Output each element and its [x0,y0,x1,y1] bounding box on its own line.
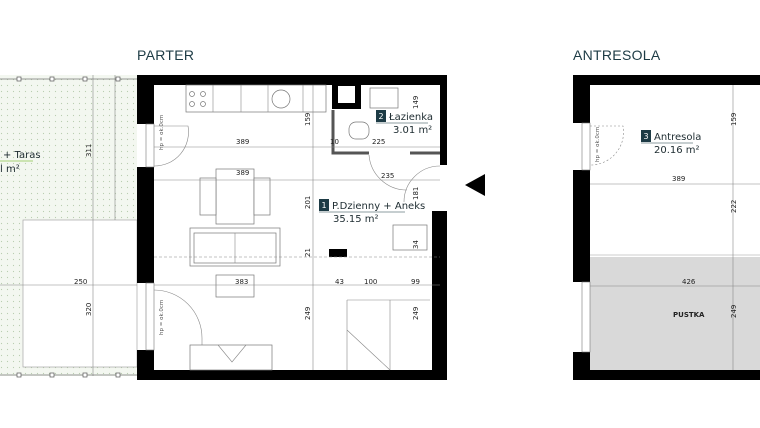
window-note: hp = ok.0cm [159,300,165,335]
room-name: Antresola [654,132,701,143]
terrace-name: + Taras [3,150,41,161]
dimension-label: 225 [372,138,385,146]
dimension-label: 389 [236,169,249,177]
room-area: 3.01 m² [393,125,432,136]
room-name: P.Dzienny + Aneks [332,201,425,212]
dimension-label: 100 [364,278,377,286]
dimension-label: 389 [236,138,249,146]
dimension-label: 159 [304,113,312,126]
dimension-label: 426 [682,278,696,286]
dimension-label: 43 [335,278,344,286]
triangle-left-arrow-icon [465,174,485,196]
parter-title: PARTER [137,47,194,63]
dimension-label: 181 [412,187,420,200]
terrace: + Taras l m² [0,75,138,378]
antresola-plan: hp = ok.0cm 3 Antresola 20.16 m² PUSTKA [573,75,760,380]
bathroom-partition [331,110,440,155]
dimension-label: 249 [730,305,738,318]
dimension-label: 250 [74,278,87,286]
dimension-label: 21 [304,248,312,257]
dimension-label: 249 [304,307,312,320]
parter-windows [145,123,441,352]
dimension-label: 383 [235,278,248,286]
room-number: 3 [644,132,649,141]
furniture [185,84,430,371]
room-name: Łazienka [388,112,433,123]
window-note: hp = ok.0cm [159,115,165,150]
dimension-label: 222 [730,200,738,213]
dimension-label: 149 [412,96,420,109]
dimension-label: 10 [330,138,339,146]
room-label-bathroom: 2 Łazienka 3.01 m² [376,110,433,136]
void-label: PUSTKA [673,311,705,319]
dimension-label: 235 [381,172,394,180]
dimension-label: 311 [85,144,93,157]
dimension-label: 99 [411,278,420,286]
dimension-label: 201 [304,196,312,209]
window-note: hp = ok.0cm [595,127,601,162]
room-area: 20.16 m² [654,145,700,156]
antresola-title: ANTRESOLA [573,47,661,63]
room-label-living: 1 P.Dzienny + Aneks 35.15 m² [319,199,425,225]
room-number: 1 [322,201,327,210]
parter-dimension-lines [154,85,440,370]
terrace-area: l m² [0,164,20,175]
dimension-label: 389 [672,175,685,183]
dimension-label: 34 [412,240,420,249]
parter-walls [137,75,447,380]
room-area: 35.15 m² [333,214,379,225]
dimension-label: 159 [730,113,738,126]
dimension-label: 249 [412,307,420,320]
room-number: 2 [379,112,384,121]
dimension-label: 320 [85,303,93,316]
